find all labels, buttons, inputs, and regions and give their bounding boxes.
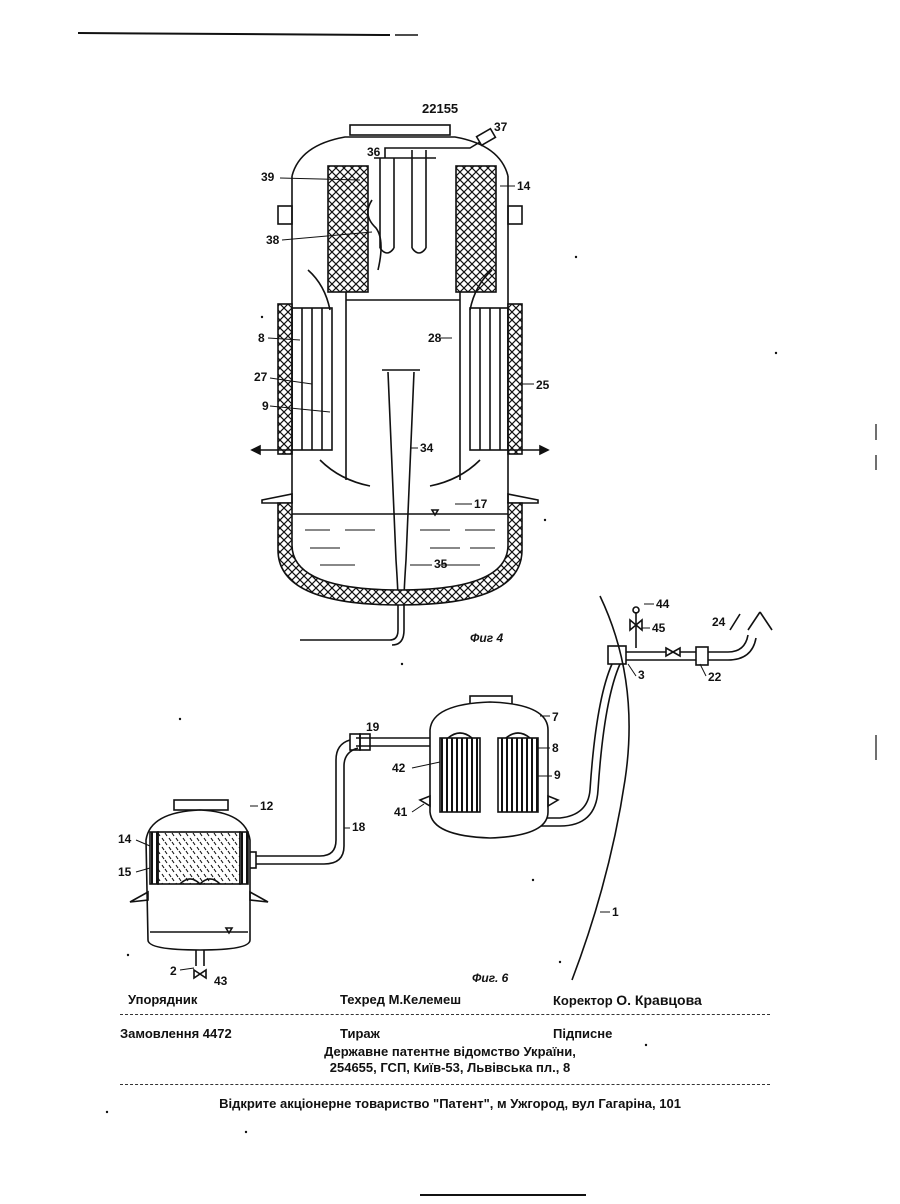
fig6-label-15: 15 (118, 865, 132, 879)
fig6-ground-curve (572, 596, 629, 980)
fig4-lower-jacket-right (508, 304, 522, 454)
fig4-top-flange (350, 125, 450, 135)
fig4-label-27: 27 (254, 370, 268, 384)
fig6-label-2: 2 (170, 964, 177, 978)
fig6-label-22: 22 (708, 670, 722, 684)
fig6-label-3: 3 (638, 668, 645, 682)
fig6-label-12: 12 (260, 799, 274, 813)
circulation: Тираж (340, 1026, 380, 1041)
patent-office: Державне патентне відомство України, (240, 1044, 660, 1059)
proofreader-name: О. Кравцова (616, 992, 702, 1008)
fig4-label-17: 17 (474, 497, 488, 511)
fig6-label-9: 9 (554, 768, 561, 782)
subscription: Підписне (553, 1026, 612, 1041)
fig6-label-18: 18 (352, 820, 366, 834)
figure-6 (130, 596, 772, 980)
fig6-label-1: 1 (612, 905, 619, 919)
proofreader: Коректор О. Кравцова (553, 992, 702, 1008)
fig4-label-35: 35 (434, 557, 448, 571)
fig4-label-14: 14 (517, 179, 531, 193)
fig6-caption: Фиг. 6 (472, 971, 509, 985)
fig4-label-28: 28 (428, 331, 442, 345)
fig6-label-43: 43 (214, 974, 228, 988)
fig4-label-38: 38 (266, 233, 280, 247)
bottom-rule (420, 1194, 586, 1196)
fig6-label-14: 14 (118, 832, 132, 846)
fig6-label-45: 45 (652, 621, 666, 635)
fig6-label-24: 24 (712, 615, 726, 629)
fig4-label-39: 39 (261, 170, 275, 184)
order-number: Замовлення 4472 (120, 1026, 232, 1041)
fig6-label-41: 41 (394, 805, 408, 819)
compiler-label: Упорядник (128, 992, 197, 1007)
fig4-label-9: 9 (262, 399, 269, 413)
fig4-label-25: 25 (536, 378, 550, 392)
tech-editor: Техред М.Келемеш (340, 992, 461, 1007)
fig6-label-42: 42 (392, 761, 406, 775)
fig4-label-36: 36 (367, 145, 381, 159)
footer-rule-1 (120, 1014, 770, 1015)
fig4-caption: Фиг 4 (470, 631, 503, 645)
fig6-packing-block (158, 832, 240, 884)
patent-office-address: 254655, ГСП, Київ-53, Львівська пл., 8 (240, 1060, 660, 1075)
footer-rule-2 (120, 1084, 770, 1085)
fig4-upper-insulation-right (456, 166, 496, 292)
fig4-upper-insulation-left (328, 166, 368, 292)
patent-number: 22155 (422, 101, 458, 116)
fig6-label-19: 19 (366, 720, 380, 734)
proofreader-label: Коректор (553, 993, 613, 1008)
publisher: Відкрите акціонерне товариство "Патент",… (140, 1096, 760, 1111)
fig4-bottom-shell (278, 503, 522, 605)
fig6-label-8: 8 (552, 741, 559, 755)
fig6-label-7: 7 (552, 710, 559, 724)
top-rule (78, 33, 390, 35)
fig4-label-8: 8 (258, 331, 265, 345)
fig4-label-37: 37 (494, 120, 508, 134)
fig4-label-34: 34 (420, 441, 434, 455)
figure-4 (252, 125, 548, 645)
fig6-label-44: 44 (656, 597, 670, 611)
